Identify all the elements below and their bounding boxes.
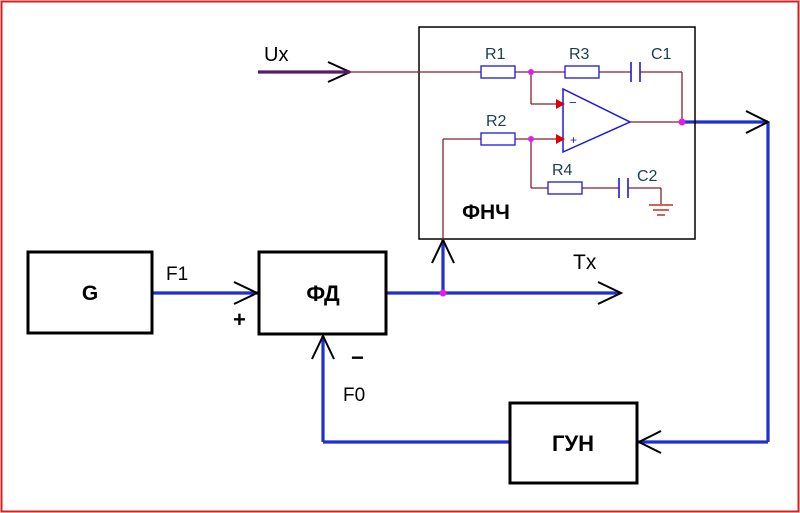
arrow-noninv-input-icon [556,134,565,144]
junction-output [678,118,686,126]
resistor-r4 [547,181,583,195]
block-lpf-label: ФНЧ [462,201,510,224]
arrow-lpf-right [745,110,771,134]
arrow-into-fd [233,281,260,305]
ground-icon [649,204,673,216]
label-r1: R1 [485,46,506,63]
resistor-r3 [564,65,600,79]
label-r4: R4 [552,162,573,179]
label-f1: F1 [166,264,188,285]
block-g-label: G [82,282,98,305]
lpf-circuit [350,71,683,240]
capacitors [618,62,641,198]
label-tx: Tx [573,251,597,274]
resistor-r2 [480,132,516,146]
block-vco [508,401,639,485]
label-r3: R3 [569,46,590,63]
label-ux: Ux [264,44,288,66]
arrow-inv-input-icon [556,99,565,109]
lpf-junctions [528,69,686,142]
block-lpf [418,26,696,240]
arrowheads [233,61,771,454]
block-phase-detector [257,250,388,336]
arrow-feedback-up [311,333,335,360]
junction-r2-r4 [528,136,534,142]
opamp-plus-sign: + [570,133,577,147]
label-minus: − [351,345,364,370]
block-vco-label: ГУН [552,431,594,456]
opamp-minus-sign: − [569,95,577,110]
junction-tap [439,289,447,297]
arrow-tx [597,281,624,305]
label-c1: C1 [651,46,672,63]
resistors [480,65,600,195]
block-phase-detector-label: ФД [306,281,340,306]
arrow-into-vco [636,430,662,454]
resistor-r1 [480,65,516,79]
signal-lines [152,120,770,444]
label-plus: + [233,307,246,332]
opamp-triangle [562,87,632,154]
label-c2: C2 [637,168,658,185]
label-r2: R2 [486,113,507,130]
junction-r1-r3 [528,69,534,75]
block-g [26,250,154,335]
label-f0: F0 [343,385,365,406]
